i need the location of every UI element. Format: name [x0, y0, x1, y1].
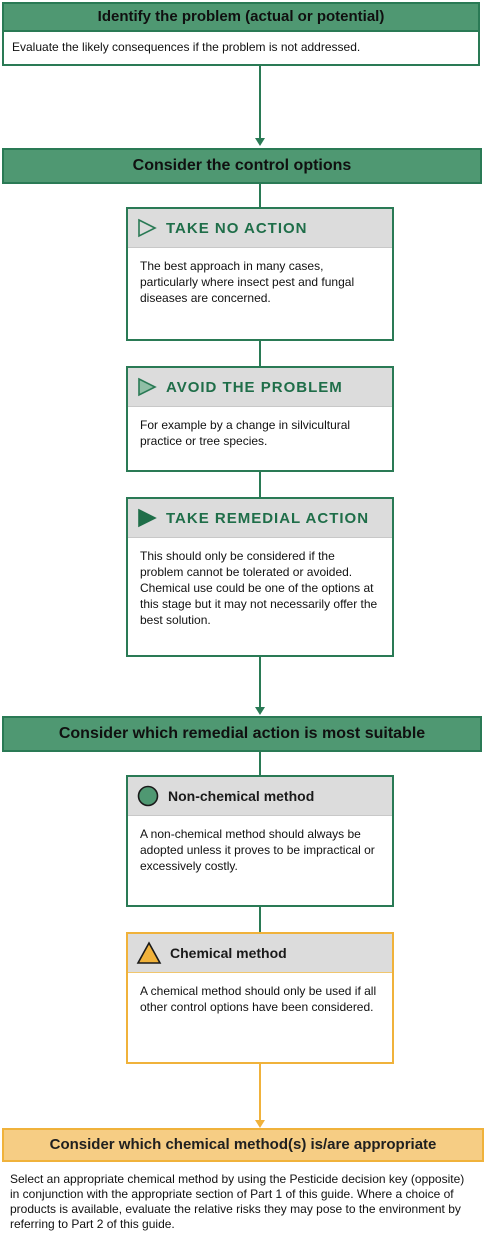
arrow-down-icon — [255, 1120, 265, 1128]
connector-line — [259, 752, 261, 776]
arrow-down-icon — [255, 138, 265, 146]
connector-line — [259, 341, 261, 367]
take-remedial-action-header: TAKE REMEDIAL ACTION — [128, 499, 392, 538]
half-filled-triangle-icon — [138, 377, 157, 397]
non-chemical-method-text: A non-chemical method should always be a… — [140, 827, 375, 873]
arrow-down-icon — [255, 707, 265, 715]
take-no-action-card: TAKE NO ACTION The best approach in many… — [126, 207, 394, 341]
connector-line — [259, 907, 261, 933]
connector-line — [259, 1064, 261, 1122]
take-no-action-title: TAKE NO ACTION — [166, 219, 308, 237]
filled-triangle-icon — [138, 508, 157, 528]
connector-line — [259, 472, 261, 498]
avoid-problem-card: AVOID THE PROBLEM For example by a chang… — [126, 366, 394, 472]
connector-line — [259, 657, 261, 709]
chemical-method-title: Chemical method — [170, 945, 287, 961]
chemical-method-card: Chemical method A chemical method should… — [126, 932, 394, 1064]
chemical-methods-text: Select an appropriate chemical method by… — [10, 1172, 465, 1231]
warning-triangle-icon — [136, 941, 162, 964]
take-no-action-header: TAKE NO ACTION — [128, 209, 392, 248]
take-remedial-action-text: This should only be considered if the pr… — [140, 549, 378, 627]
take-remedial-action-title: TAKE REMEDIAL ACTION — [166, 509, 370, 527]
avoid-problem-title: AVOID THE PROBLEM — [166, 378, 343, 396]
identify-problem-box: Identify the problem (actual or potentia… — [2, 2, 480, 66]
identify-problem-title: Identify the problem (actual or potentia… — [4, 4, 478, 32]
identify-problem-text: Evaluate the likely consequences if the … — [12, 40, 361, 54]
connector-line — [259, 184, 261, 208]
avoid-problem-text: For example by a change in silvicultural… — [140, 418, 351, 448]
control-options-header: Consider the control options — [2, 148, 482, 184]
remedial-action-header: Consider which remedial action is most s… — [2, 716, 482, 752]
chemical-method-text: A chemical method should only be used if… — [140, 984, 377, 1014]
take-no-action-text: The best approach in many cases, particu… — [140, 259, 355, 305]
chemical-methods-header: Consider which chemical method(s) is/are… — [2, 1128, 484, 1162]
non-chemical-method-header: Non-chemical method — [128, 777, 392, 816]
outline-triangle-icon — [138, 218, 157, 238]
chemical-method-header: Chemical method — [128, 934, 392, 973]
connector-line — [259, 66, 261, 140]
green-circle-icon — [137, 785, 159, 807]
avoid-problem-header: AVOID THE PROBLEM — [128, 368, 392, 407]
take-remedial-action-card: TAKE REMEDIAL ACTION This should only be… — [126, 497, 394, 657]
non-chemical-method-card: Non-chemical method A non-chemical metho… — [126, 775, 394, 907]
non-chemical-method-title: Non-chemical method — [168, 788, 315, 804]
